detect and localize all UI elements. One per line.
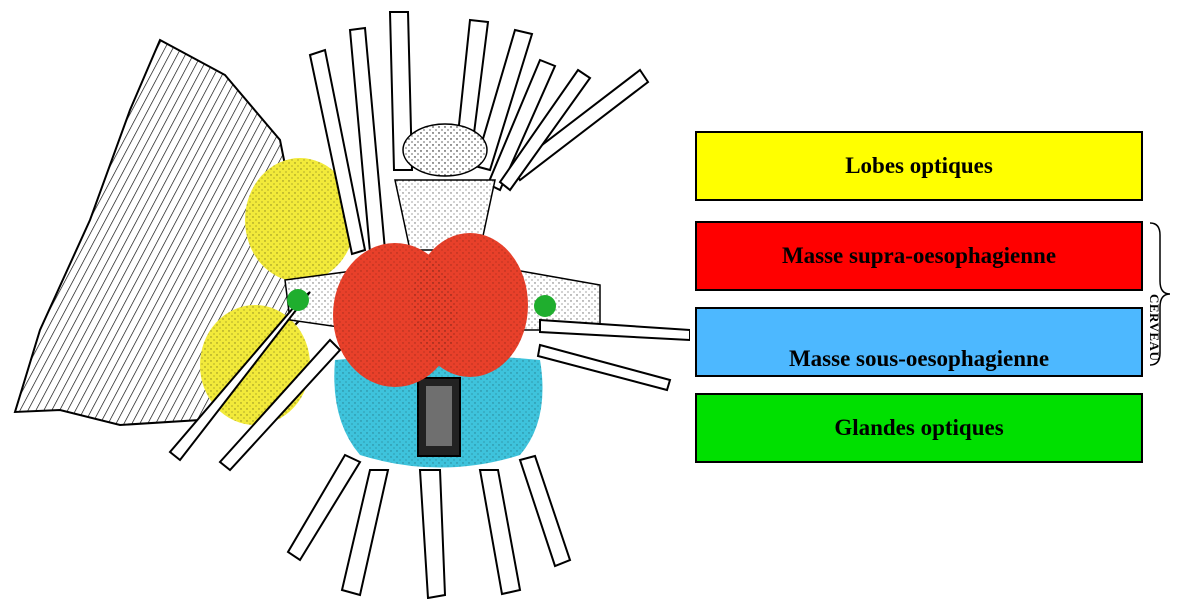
upper-ganglion [395,124,495,250]
legend-glandes-optiques: Glandes optiques [695,393,1143,463]
optic-gland-left [287,289,309,311]
supra-oesophageal-mass [333,233,528,387]
legend-lobes-optiques: Lobes optiques [695,131,1143,201]
legend-label: Masse supra-oesophagienne [782,243,1056,269]
legend-label: Lobes optiques [845,153,993,179]
octopus-brain-illustration [0,0,690,599]
legend-label: Glandes optiques [834,415,1003,441]
legend-label: Masse sous-oesophagienne [789,346,1049,372]
cerveau-label: CERVEAU [1144,294,1164,374]
legend-masse-sous-oesophagienne: Masse sous-oesophagienne [695,307,1143,377]
optic-gland-right [534,295,556,317]
legend-masse-supra-oesophagienne: Masse supra-oesophagienne [695,221,1143,291]
